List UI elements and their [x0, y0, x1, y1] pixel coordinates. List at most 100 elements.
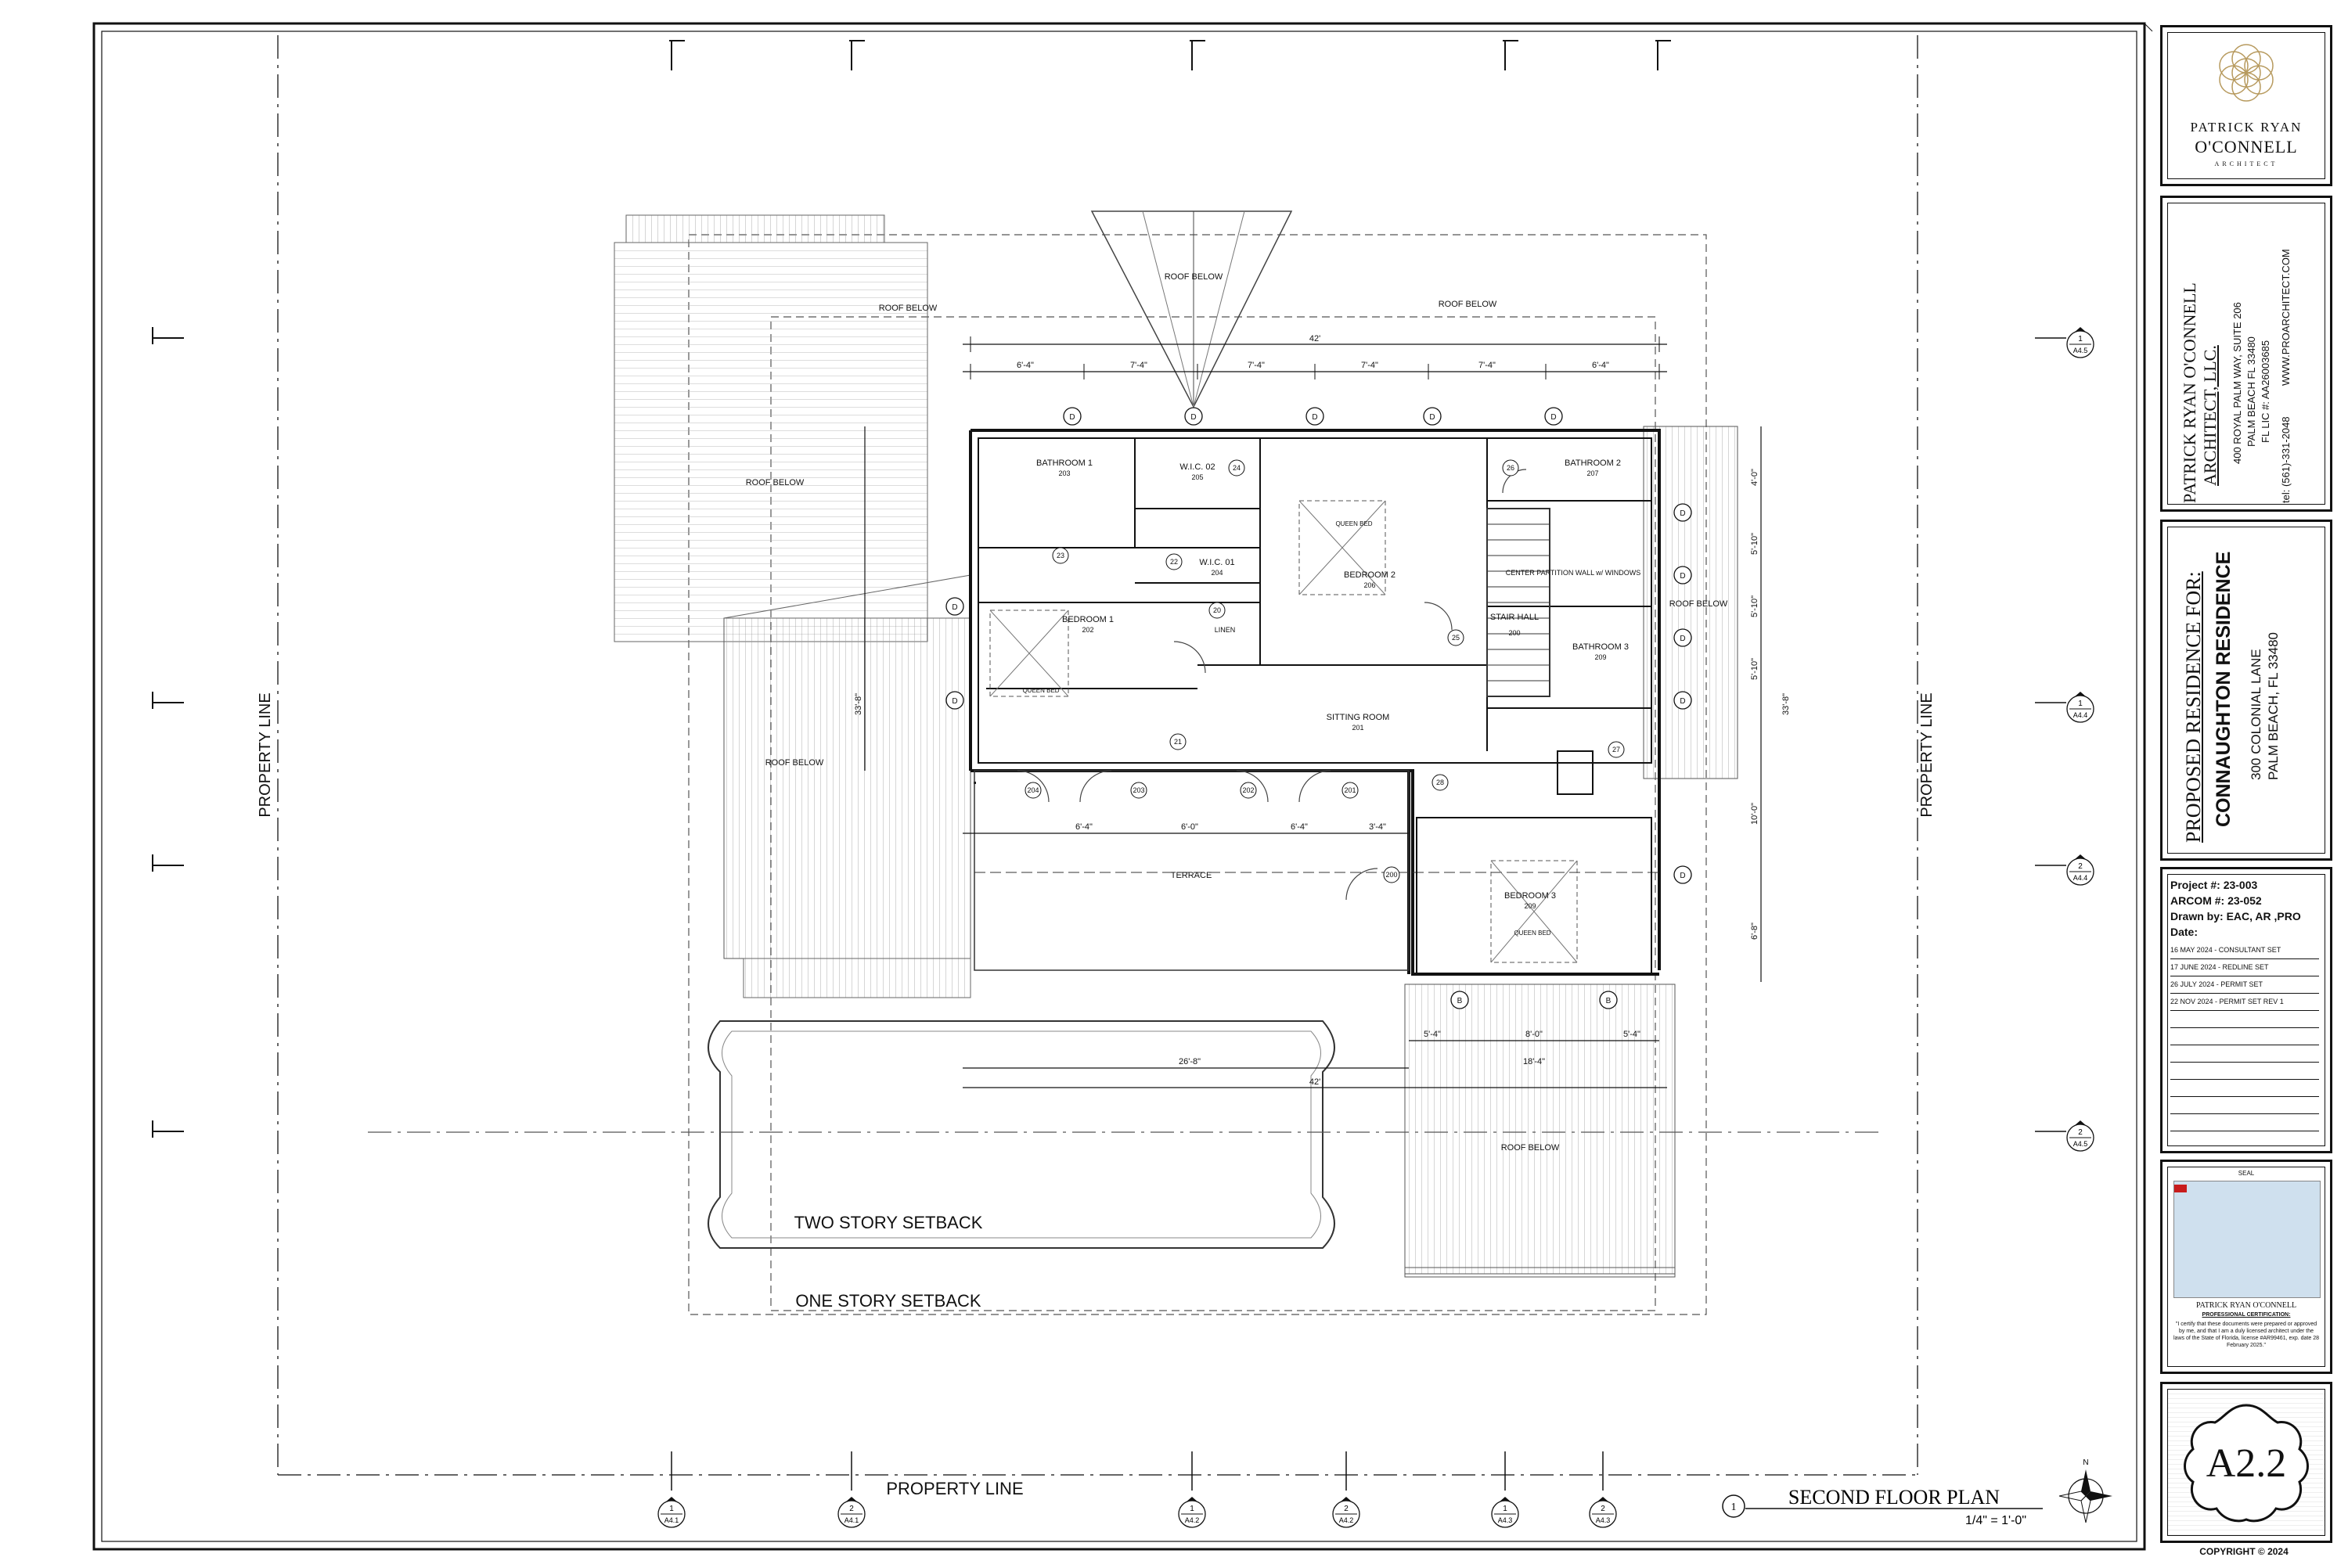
project-number: Project #: 23-003	[2170, 879, 2258, 891]
marker-sheet: A4.1	[844, 1516, 859, 1524]
drawing-scale: 1/4" = 1'-0"	[1965, 1514, 2026, 1527]
marker-number: 1	[2078, 699, 2083, 708]
seal-text: "I certify that these documents were pre…	[2173, 1322, 2320, 1348]
north-arrow-icon: N	[2058, 1458, 2112, 1523]
firm-logo-icon	[2219, 44, 2274, 102]
grid-ticks-top	[669, 40, 1671, 70]
marker-sheet: A4.2	[1185, 1516, 1200, 1524]
seal-flag-icon	[2174, 1185, 2187, 1192]
grid-label-b: B	[1457, 997, 1463, 1005]
roof-below-label: ROOF BELOW	[1165, 272, 1223, 282]
proposed-label: PROPOSED RESIDENCE FOR:	[2182, 571, 2205, 843]
logo-line-3: ARCHITECT	[2214, 160, 2278, 167]
grid-label-d: D	[1190, 413, 1196, 422]
grid-label-d: D	[952, 697, 957, 706]
roof-gable-top	[1090, 210, 1293, 408]
grid-label-d: D	[1312, 413, 1317, 422]
grid-label-d: D	[1069, 413, 1075, 422]
dim-right-3: 5'-10"	[1750, 595, 1759, 617]
door-number: 200	[1385, 871, 1397, 879]
dimension-ticks	[970, 336, 1660, 379]
marker-number: 2	[2078, 1128, 2083, 1137]
date-entry: 26 JULY 2024 - PERMIT SET	[2170, 976, 2319, 994]
date-entry-blank	[2170, 1027, 2319, 1045]
seal-image	[2173, 1181, 2321, 1298]
queen-bed-label: QUEEN BED	[1022, 687, 1059, 694]
marker-sheet: A4.5	[2073, 347, 2088, 354]
firm-name: PATRICK RYAN O'CONNELL	[2180, 282, 2199, 503]
room-stair-hall: STAIR HALL	[1490, 613, 1539, 622]
section-marker: 1A4.5	[2066, 327, 2094, 358]
project-info-box: Project #: 23-003 ARCOM #: 23-052 Drawn …	[2160, 867, 2332, 1153]
door-number: 201	[1344, 786, 1356, 794]
roof-bottom	[1404, 984, 1676, 1275]
grid-label-d: D	[1680, 572, 1685, 581]
property-line-label-bottom: PROPERTY LINE	[886, 1479, 1023, 1498]
marker-sheet: A4.1	[664, 1516, 679, 1524]
view-number: 1	[1731, 1501, 1737, 1513]
dim-bottom-3: 5'-4"	[1623, 1030, 1640, 1039]
room-number: 200	[1508, 629, 1520, 637]
firm-license: FL LIC #: AA26003685	[2260, 340, 2271, 443]
door-number: 25	[1452, 634, 1460, 642]
firm-city: PALM BEACH FL 33480	[2245, 336, 2257, 447]
marker-number: 1	[1190, 1505, 1194, 1513]
marker-sheet: A4.3	[1596, 1516, 1611, 1524]
dim-right-1: 4'-0"	[1750, 469, 1759, 486]
door-number: 202	[1242, 786, 1254, 794]
roof-left	[723, 617, 971, 959]
firm-phone: tel: (561)-331-2048	[2280, 416, 2292, 503]
property-line	[277, 35, 1918, 1476]
dim-right-2: 5'-10"	[1750, 533, 1759, 555]
two-story-setback-label: TWO STORY SETBACK	[794, 1213, 983, 1232]
section-marker: 1A4.3	[1491, 1497, 1519, 1528]
door-number: 28	[1436, 779, 1444, 786]
section-marker: 1A4.2	[1178, 1497, 1206, 1528]
dim-terrace-2: 6'-0"	[1181, 822, 1198, 832]
section-marker: 2A4.5	[2066, 1120, 2094, 1152]
residence-name: CONNAUGHTON RESIDENCE	[2213, 551, 2235, 827]
door-number: 21	[1174, 738, 1182, 746]
room-number: 206	[1363, 581, 1375, 589]
center-partition-label: CENTER PARTITION WALL w/ WINDOWS	[1506, 569, 1641, 577]
room-number: 203	[1058, 469, 1070, 477]
sheet-number: A2.2	[2206, 1441, 2287, 1486]
door-number: 26	[1507, 464, 1514, 472]
room-bathroom-1: BATHROOM 1	[1036, 459, 1093, 468]
grid-label-d: D	[1550, 413, 1556, 422]
date-entry-blank	[2170, 1045, 2319, 1063]
one-story-setback-label: ONE STORY SETBACK	[795, 1291, 981, 1311]
section-marker: 1A4.4	[2066, 692, 2094, 723]
date-entry-blank	[2170, 1079, 2319, 1097]
svg-text:N: N	[2083, 1458, 2088, 1467]
room-number: 205	[1191, 473, 1203, 481]
logo-box: PATRICK RYAN O'CONNELL ARCHITECT	[2160, 25, 2332, 186]
room-sitting-room: SITTING ROOM	[1327, 713, 1390, 722]
marker-number: 2	[849, 1505, 854, 1513]
queen-bed-label: QUEEN BED	[1335, 520, 1372, 527]
dimension-lines	[864, 343, 1762, 1088]
grid-label-d: D	[1680, 635, 1685, 643]
room-number: 201	[1352, 724, 1363, 732]
date-entry-blank	[2170, 1131, 2319, 1148]
dim-18: 18'-4"	[1523, 1057, 1545, 1066]
dim-42b: 42'	[1309, 1077, 1320, 1087]
marker-sheet: A4.4	[2073, 874, 2088, 882]
date-entry-blank	[2170, 1096, 2319, 1114]
firm-info-box: PATRICK RYAN O'CONNELL ARCHITECT, LLC. 4…	[2160, 196, 2332, 512]
section-marker: 2A4.3	[1589, 1497, 1617, 1528]
bedroom-3-room	[1416, 817, 1652, 975]
room-bathroom-3: BATHROOM 3	[1572, 642, 1629, 652]
interior-walls	[974, 437, 1652, 795]
date-entry: 22 NOV 2024 - PERMIT SET REV 1	[2170, 993, 2319, 1011]
marker-number: 1	[1503, 1505, 1507, 1513]
door-bubbles	[1025, 459, 1625, 883]
dim-top-3: 7'-4"	[1248, 361, 1265, 370]
room-number: 207	[1586, 469, 1598, 477]
dim-left-overall: 33'-8"	[854, 693, 863, 715]
marker-number: 1	[669, 1505, 674, 1513]
room-number: 202	[1082, 626, 1093, 634]
firm-website[interactable]: WWW.PROARCHITECT.COM	[2280, 249, 2292, 386]
room-wic-02: W.I.C. 02	[1179, 462, 1215, 472]
dim-right-6: 6'-8"	[1750, 922, 1759, 940]
